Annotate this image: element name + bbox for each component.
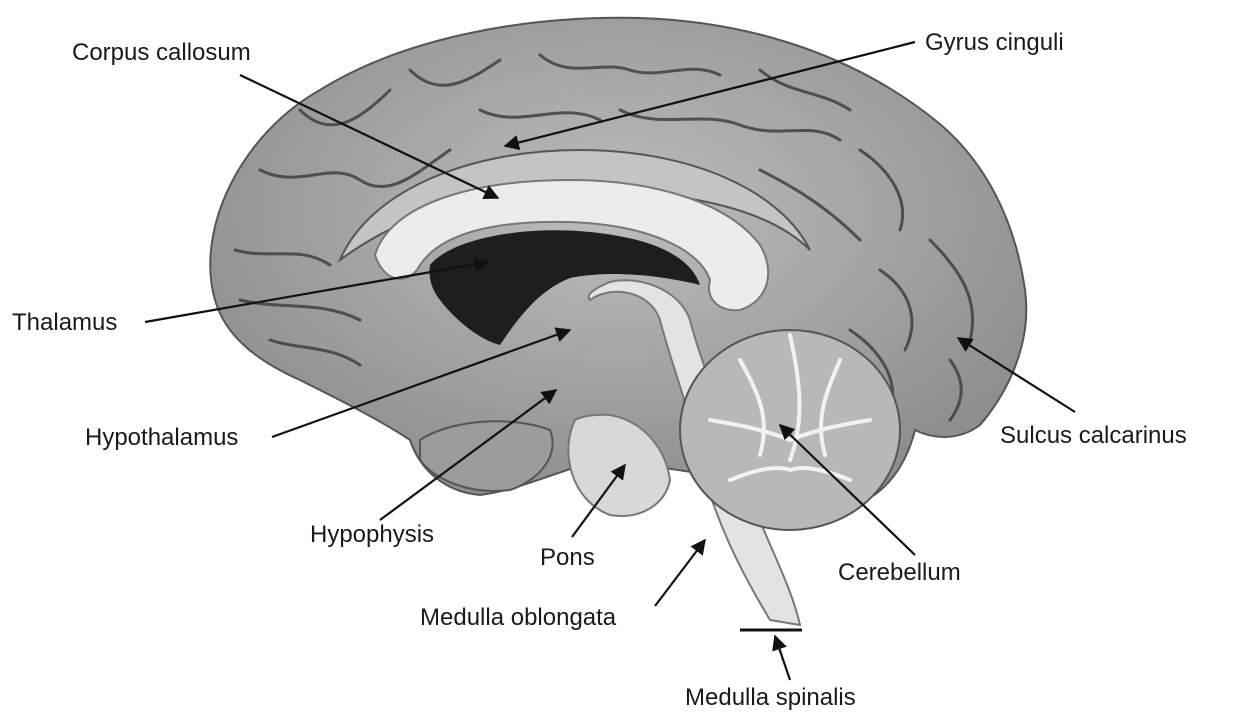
leader-medulla-spinalis: [772, 634, 792, 681]
leader-lines: [144, 40, 1076, 681]
label-medulla-spinalis: Medulla spinalis: [685, 684, 856, 711]
corpus-callosum-shape: [373, 178, 770, 312]
leader-hypophysis: [379, 389, 558, 521]
label-cerebellum: Cerebellum: [838, 559, 961, 586]
label-medulla-oblongata: Medulla oblongata: [420, 604, 617, 631]
leader-sulcus-calcarinus: [956, 337, 1076, 413]
leader-medulla-oblongata: [654, 538, 706, 607]
cerebellum-shape: [679, 329, 901, 531]
brainstem-shape: [587, 279, 802, 627]
label-corpus-callosum: Corpus callosum: [72, 39, 251, 66]
labels: Corpus callosum Gyrus cinguli Thalamus H…: [12, 29, 1187, 711]
label-sulcus-calcarinus: Sulcus calcarinus: [1000, 422, 1187, 449]
leader-gyrus-cinguli: [503, 40, 916, 151]
label-pons: Pons: [540, 544, 595, 571]
leader-pons: [571, 463, 626, 538]
label-hypophysis: Hypophysis: [310, 521, 434, 548]
label-gyrus-cinguli: Gyrus cinguli: [925, 29, 1064, 56]
ventricle-shape: [429, 230, 700, 345]
leader-hypothalamus: [271, 327, 572, 439]
leader-corpus-callosum: [239, 74, 500, 199]
leader-cerebellum: [778, 423, 916, 556]
temporal-lobe-shape: [419, 420, 554, 492]
leader-thalamus: [144, 256, 490, 324]
label-hypothalamus: Hypothalamus: [85, 424, 238, 451]
label-thalamus: Thalamus: [12, 309, 117, 336]
